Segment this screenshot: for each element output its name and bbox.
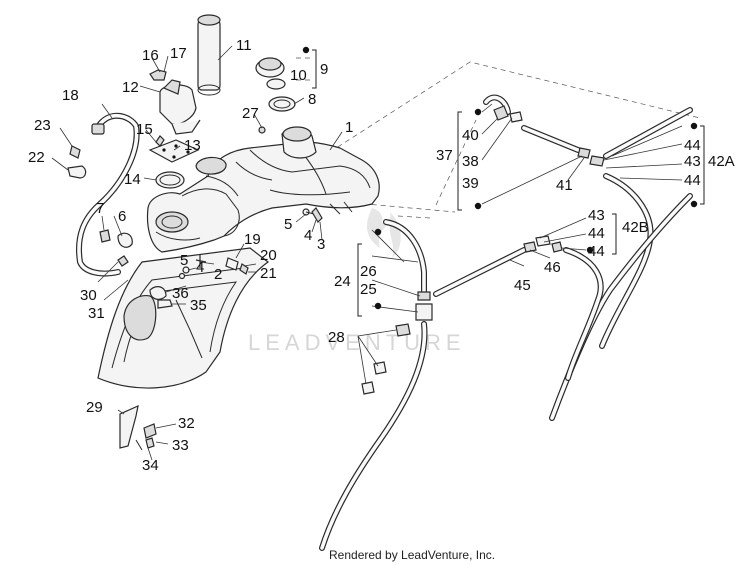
callout-7: 7 [96,200,104,217]
callout-43a: 43 [684,153,701,170]
dashed-guide-lines [296,57,701,219]
callout-4b: 4 [196,259,204,276]
fuel-pump-assembly [148,14,221,189]
callout-13: 13 [184,137,201,154]
callout-32: 32 [178,415,195,432]
tank-fasteners [149,207,323,309]
callout-2: 2 [214,266,222,283]
callout-43b: 43 [588,207,605,224]
callout-3: 3 [317,236,325,253]
bracket-29-group [119,404,157,451]
callout-16: 16 [142,47,159,64]
callout-5b: 5 [180,252,188,269]
callout-1: 1 [345,119,353,136]
fuel-tank [146,126,380,253]
callout-29: 29 [86,399,103,416]
callout-31: 31 [88,305,105,322]
callout-41: 41 [556,177,573,194]
callout-38: 38 [462,153,479,170]
watermark-flame-icon [366,208,401,258]
callout-44d: 44 [588,243,605,260]
callout-35: 35 [190,297,207,314]
chassis-frame [97,247,270,389]
callout-45: 45 [514,277,531,294]
callout-19: 19 [244,231,261,248]
callout-44b: 44 [684,172,701,189]
callout-24: 24 [334,273,351,290]
callout-5a: 5 [284,216,292,233]
fuel-line-24 [319,219,433,551]
callout-40: 40 [462,127,479,144]
vent-hose-18 [76,112,140,277]
callout-21: 21 [260,265,277,282]
callout-25: 25 [360,281,377,298]
callout-14: 14 [124,171,141,188]
group-brackets [312,49,705,317]
callout-26: 26 [360,263,377,280]
callout-15: 15 [136,121,153,138]
callout-44a: 44 [684,137,701,154]
callout-12: 12 [122,79,139,96]
callout-42b: 42B [622,219,649,236]
left-fittings [67,145,133,267]
callout-46: 46 [544,259,561,276]
callout-20: 20 [260,247,277,264]
callout-23: 23 [34,117,51,134]
hose-45-assembly [433,235,604,381]
callout-17: 17 [170,45,187,62]
watermark: LEADVENTURE [248,208,466,355]
callout-33: 33 [172,437,189,454]
callout-34: 34 [142,457,159,474]
callout-27: 27 [242,105,259,122]
callout-9: 9 [320,61,328,78]
fuel-cap-group [255,57,296,112]
callout-42a: 42A [708,153,735,170]
watermark-text: LEADVENTURE [248,330,466,355]
callout-28: 28 [328,329,345,346]
render-credit: Rendered by LeadVenture, Inc. [329,548,495,562]
callout-30: 30 [80,287,97,304]
callout-44c: 44 [588,225,605,242]
callout-4a: 4 [304,227,312,244]
callout-labels: 1 2 3 4 4 5 5 6 7 8 9 10 11 12 13 14 15 … [28,37,735,474]
callout-22: 22 [28,149,45,166]
callout-10: 10 [290,67,307,84]
dot-markers [302,46,698,310]
callout-36: 36 [172,285,189,302]
callout-39: 39 [462,175,479,192]
callout-18: 18 [62,87,79,104]
callout-6: 6 [118,208,126,225]
callout-11: 11 [236,37,252,54]
callout-37: 37 [436,147,453,164]
callout-8: 8 [308,91,316,108]
